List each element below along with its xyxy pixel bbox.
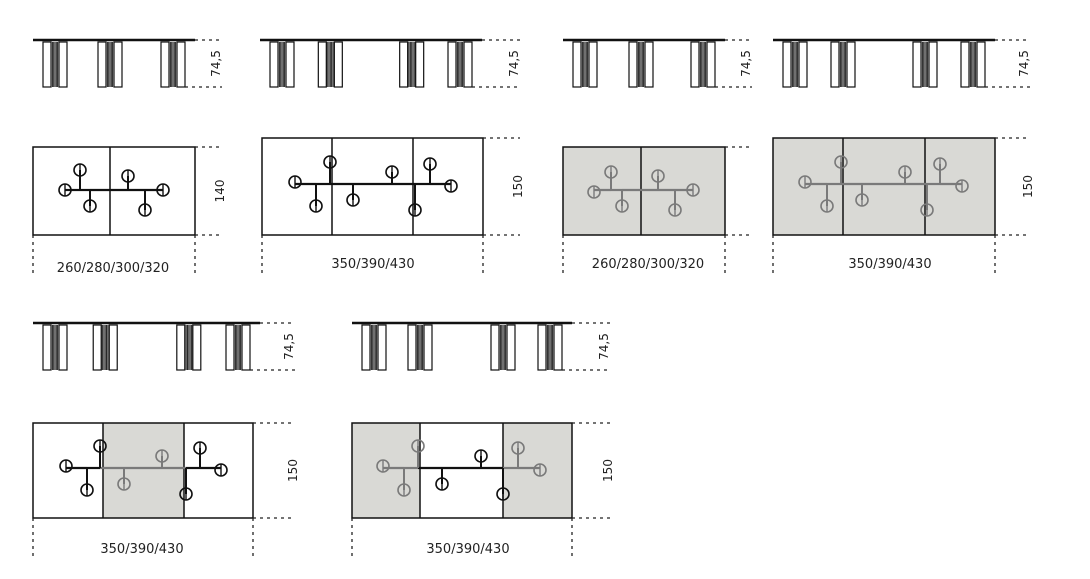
chair-symbol bbox=[385, 165, 399, 179]
tabletop-panel bbox=[843, 138, 925, 235]
chair-symbol bbox=[444, 179, 458, 193]
tabletop-panel bbox=[103, 423, 184, 518]
chair-symbol bbox=[309, 199, 323, 213]
width-dimension-label: 350/390/430 bbox=[426, 542, 509, 557]
chair-symbol bbox=[474, 449, 488, 463]
chair-symbol bbox=[651, 169, 665, 183]
width-dimension-label: 260/280/300/320 bbox=[57, 261, 169, 276]
height-dimension-label: 74,5 bbox=[597, 333, 611, 360]
depth-dimension-label: 150 bbox=[511, 175, 525, 198]
chair-symbol bbox=[83, 199, 97, 213]
chair-symbol bbox=[511, 441, 525, 455]
chair-symbol bbox=[898, 165, 912, 179]
elevation-view: 74,5 bbox=[33, 321, 296, 371]
chair-symbol bbox=[686, 183, 700, 197]
tabletop-panel bbox=[262, 138, 332, 235]
chair-symbol bbox=[435, 477, 449, 491]
chair-symbol bbox=[156, 183, 170, 197]
elevation-view: 74,5 bbox=[773, 38, 1031, 88]
chair-symbol bbox=[80, 483, 94, 497]
depth-dimension-label: 150 bbox=[286, 459, 300, 482]
width-dimension-label: 260/280/300/320 bbox=[592, 257, 704, 272]
chair-symbol bbox=[496, 487, 510, 501]
table-diagram-1: 74,5 140 260/280/300/320 bbox=[32, 38, 227, 276]
height-dimension-label: 74,5 bbox=[507, 50, 521, 77]
chair-symbol bbox=[117, 477, 131, 491]
tabletop-panel bbox=[503, 423, 572, 518]
height-dimension-label: 74,5 bbox=[209, 50, 223, 77]
tabletop-panel bbox=[184, 423, 253, 518]
chair-symbol bbox=[179, 487, 193, 501]
chair-symbol bbox=[376, 459, 390, 473]
chair-symbol bbox=[798, 175, 812, 189]
plan-view: 150 350/390/430 bbox=[32, 422, 300, 558]
tabletop-panel bbox=[420, 423, 503, 518]
chair-symbol bbox=[346, 193, 360, 207]
chair-symbol bbox=[397, 483, 411, 497]
plan-view: 260/280/300/320 bbox=[562, 146, 752, 275]
width-dimension-label: 350/390/430 bbox=[848, 257, 931, 272]
plan-view: 150 350/390/430 bbox=[351, 422, 615, 558]
elevation-view: 74,5 bbox=[352, 321, 611, 371]
chair-symbol bbox=[615, 199, 629, 213]
height-dimension-label: 74,5 bbox=[282, 333, 296, 360]
table-diagram-6: 74,5 150 350/390/430 bbox=[351, 321, 615, 558]
elevation-view: 74,5 bbox=[260, 38, 521, 88]
depth-dimension-label: 150 bbox=[1021, 175, 1035, 198]
tabletop-panel bbox=[925, 138, 995, 235]
chair-symbol bbox=[193, 441, 207, 455]
chair-symbol bbox=[138, 203, 152, 217]
plan-view: 140 260/280/300/320 bbox=[32, 146, 227, 276]
chair-symbol bbox=[604, 165, 618, 179]
chair-symbol bbox=[423, 157, 437, 171]
elevation-view: 74,5 bbox=[563, 38, 753, 88]
chair-symbol bbox=[834, 155, 848, 169]
chair-symbol bbox=[73, 163, 87, 177]
height-dimension-label: 74,5 bbox=[1017, 50, 1031, 77]
table-diagram-3: 74,5 260/280/300/320 bbox=[562, 38, 753, 275]
chair-symbol bbox=[408, 203, 422, 217]
height-dimension-label: 74,5 bbox=[739, 50, 753, 77]
chair-symbol bbox=[121, 169, 135, 183]
chair-symbol bbox=[323, 155, 337, 169]
plan-view: 150 350/390/430 bbox=[772, 137, 1035, 275]
chair-symbol bbox=[933, 157, 947, 171]
chair-symbol bbox=[93, 439, 107, 453]
chair-symbol bbox=[955, 179, 969, 193]
width-dimension-label: 350/390/430 bbox=[331, 257, 414, 272]
chair-symbol bbox=[920, 203, 934, 217]
chair-symbol bbox=[155, 449, 169, 463]
table-diagram-5: 74,5 150 350/390/430 bbox=[32, 321, 300, 558]
depth-dimension-label: 140 bbox=[213, 180, 227, 203]
chair-symbol bbox=[820, 199, 834, 213]
chair-symbol bbox=[587, 185, 601, 199]
table-diagram-4: 74,5 150 350/390/430 bbox=[772, 38, 1035, 275]
tabletop-panel bbox=[413, 138, 483, 235]
width-dimension-label: 350/390/430 bbox=[100, 542, 183, 557]
chair-symbol bbox=[411, 439, 425, 453]
chair-symbol bbox=[58, 183, 72, 197]
chair-symbol bbox=[288, 175, 302, 189]
elevation-view: 74,5 bbox=[33, 38, 223, 88]
tabletop-panel bbox=[332, 138, 413, 235]
plan-view: 150 350/390/430 bbox=[261, 137, 525, 275]
chair-symbol bbox=[214, 463, 228, 477]
chair-symbol bbox=[533, 463, 547, 477]
table-diagram-2: 74,5 150 350/390/430 bbox=[260, 38, 525, 275]
chair-symbol bbox=[855, 193, 869, 207]
chair-symbol bbox=[668, 203, 682, 217]
chair-symbol bbox=[59, 459, 73, 473]
tabletop-panel bbox=[33, 423, 103, 518]
depth-dimension-label: 150 bbox=[601, 459, 615, 482]
